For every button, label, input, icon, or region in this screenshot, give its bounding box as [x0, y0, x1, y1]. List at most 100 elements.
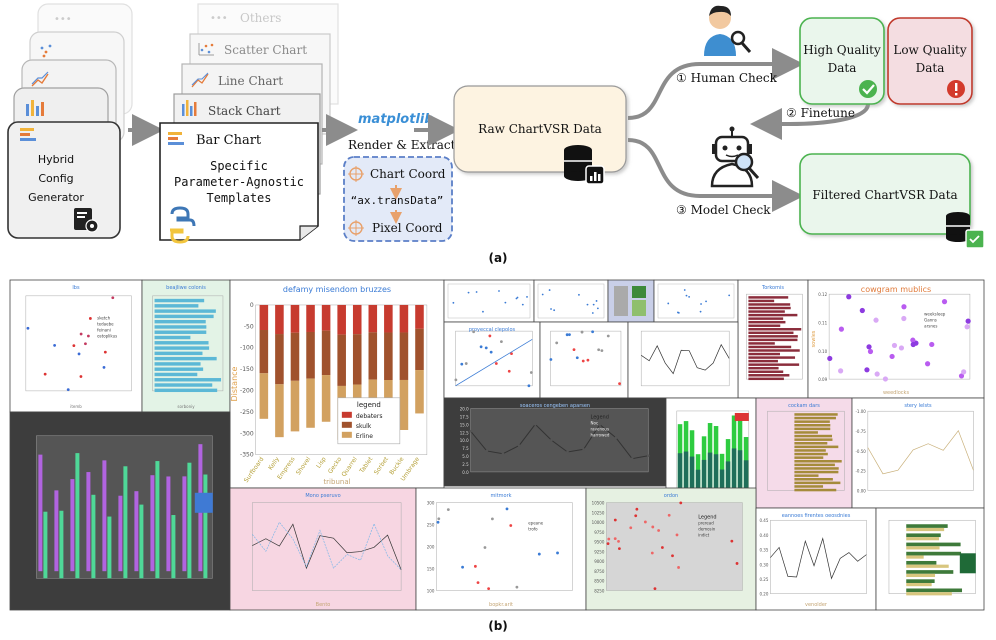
chart-thumbnail: Torkomis — [737, 279, 809, 399]
scatter-point — [677, 566, 680, 569]
bar — [150, 475, 155, 572]
series-point — [533, 422, 537, 426]
bar — [154, 388, 218, 393]
thumbnail-tick-label: -0.75 — [855, 429, 866, 434]
scatter-point — [838, 326, 845, 332]
scatter-point — [591, 330, 595, 334]
low-quality-box: Low Quality Data — [887, 17, 973, 105]
scatter-point — [472, 330, 476, 334]
bar-mini-icon — [20, 128, 36, 141]
series-line — [252, 523, 402, 570]
series-line — [470, 423, 649, 460]
scatter-point — [473, 564, 477, 568]
bar — [154, 356, 217, 361]
bar — [794, 416, 836, 420]
scatter-point — [489, 350, 493, 354]
bar — [155, 461, 160, 579]
legend-entry: weeksleep — [924, 311, 946, 316]
scatter-point — [671, 554, 674, 558]
legend-entry: sketch — [97, 316, 110, 321]
bar — [748, 328, 802, 331]
thumbnail-tick-label: 0.12 — [818, 292, 827, 297]
scatter-point — [446, 508, 450, 512]
bar — [794, 478, 833, 481]
scatter-point — [43, 372, 47, 376]
bar — [794, 463, 835, 467]
thumbnail-title: beajliwe colonis — [166, 285, 206, 291]
legend-entry: Noc — [591, 420, 599, 425]
bar — [906, 564, 949, 568]
bar — [906, 551, 962, 556]
thumbnail-xlabel: Bento — [316, 602, 331, 608]
bar — [154, 378, 222, 382]
scatter-point — [924, 361, 931, 367]
bar — [134, 491, 139, 572]
chart-thumbnail: defamy misendom bruzzestribunalDistance0… — [229, 279, 445, 489]
scatter-point — [494, 362, 498, 365]
bar — [743, 460, 749, 489]
series-point — [614, 436, 618, 440]
bar-segment — [290, 332, 300, 381]
bar — [906, 588, 963, 593]
bar-segment — [259, 304, 269, 331]
bar — [171, 515, 176, 579]
chart-thumbnail — [607, 279, 655, 323]
bar — [154, 330, 207, 334]
scatter-point — [597, 348, 601, 352]
scatter-point — [476, 581, 480, 585]
thumbnail-tick-label: 0.20 — [759, 592, 768, 597]
thumbnail-tick-label: 9500 — [594, 540, 605, 545]
scatter-point — [964, 324, 970, 330]
line-template-icon — [191, 72, 209, 88]
thumbnail-tick-label: -50 — [244, 323, 254, 330]
bar-segment — [368, 332, 378, 380]
thumbnail-tick-label: -0.50 — [855, 449, 866, 454]
thumbnail-tick-label: 9750 — [594, 530, 605, 535]
scatter-point — [846, 294, 852, 300]
series-point — [517, 444, 521, 447]
thumbnail-axis-label: sorboniy — [177, 404, 195, 409]
thumbnail-tick-label: 0 — [250, 302, 254, 309]
thumbnail-tick-label: 0.45 — [759, 518, 768, 523]
bar — [748, 317, 784, 320]
bar — [75, 453, 80, 579]
scatter-point — [874, 371, 880, 377]
series-line — [252, 521, 402, 570]
legend-entry: tedaebe — [97, 322, 114, 327]
bar — [748, 306, 791, 310]
scatter-point — [629, 526, 633, 530]
scatter-point — [651, 525, 655, 529]
template-stack-label: Stack Chart — [208, 104, 281, 118]
svg-text:•••: ••• — [54, 14, 72, 25]
scatter-point — [859, 307, 865, 314]
database-chart-icon — [564, 145, 605, 185]
bar-segment — [415, 370, 424, 414]
series-point — [646, 454, 650, 458]
legend-entry: indict — [698, 533, 709, 538]
scatter-point — [102, 365, 106, 369]
bar — [748, 310, 785, 313]
scatter-point — [873, 317, 879, 323]
series-point — [485, 449, 489, 453]
scatter-point — [864, 367, 870, 373]
bar — [906, 533, 941, 538]
chart-thumbnail — [539, 321, 629, 399]
bar — [906, 542, 961, 547]
model-check-label: ③ Model Check — [676, 203, 771, 217]
thumbnail-tick-label: 0.40 — [759, 533, 768, 538]
thumbnail-tick-label: 10.0 — [460, 438, 469, 443]
bar — [748, 338, 798, 342]
bar — [154, 367, 204, 371]
bar — [794, 452, 828, 456]
bar-segment — [275, 334, 284, 385]
scatter-point — [882, 376, 889, 382]
bar-segment — [368, 304, 378, 333]
chart-thumbnail: cockam dars — [755, 397, 853, 509]
scatter-template-icon — [198, 43, 214, 56]
bar — [154, 298, 205, 303]
bar — [748, 299, 775, 303]
bar — [102, 460, 107, 572]
legend-title: Legend — [698, 515, 716, 521]
